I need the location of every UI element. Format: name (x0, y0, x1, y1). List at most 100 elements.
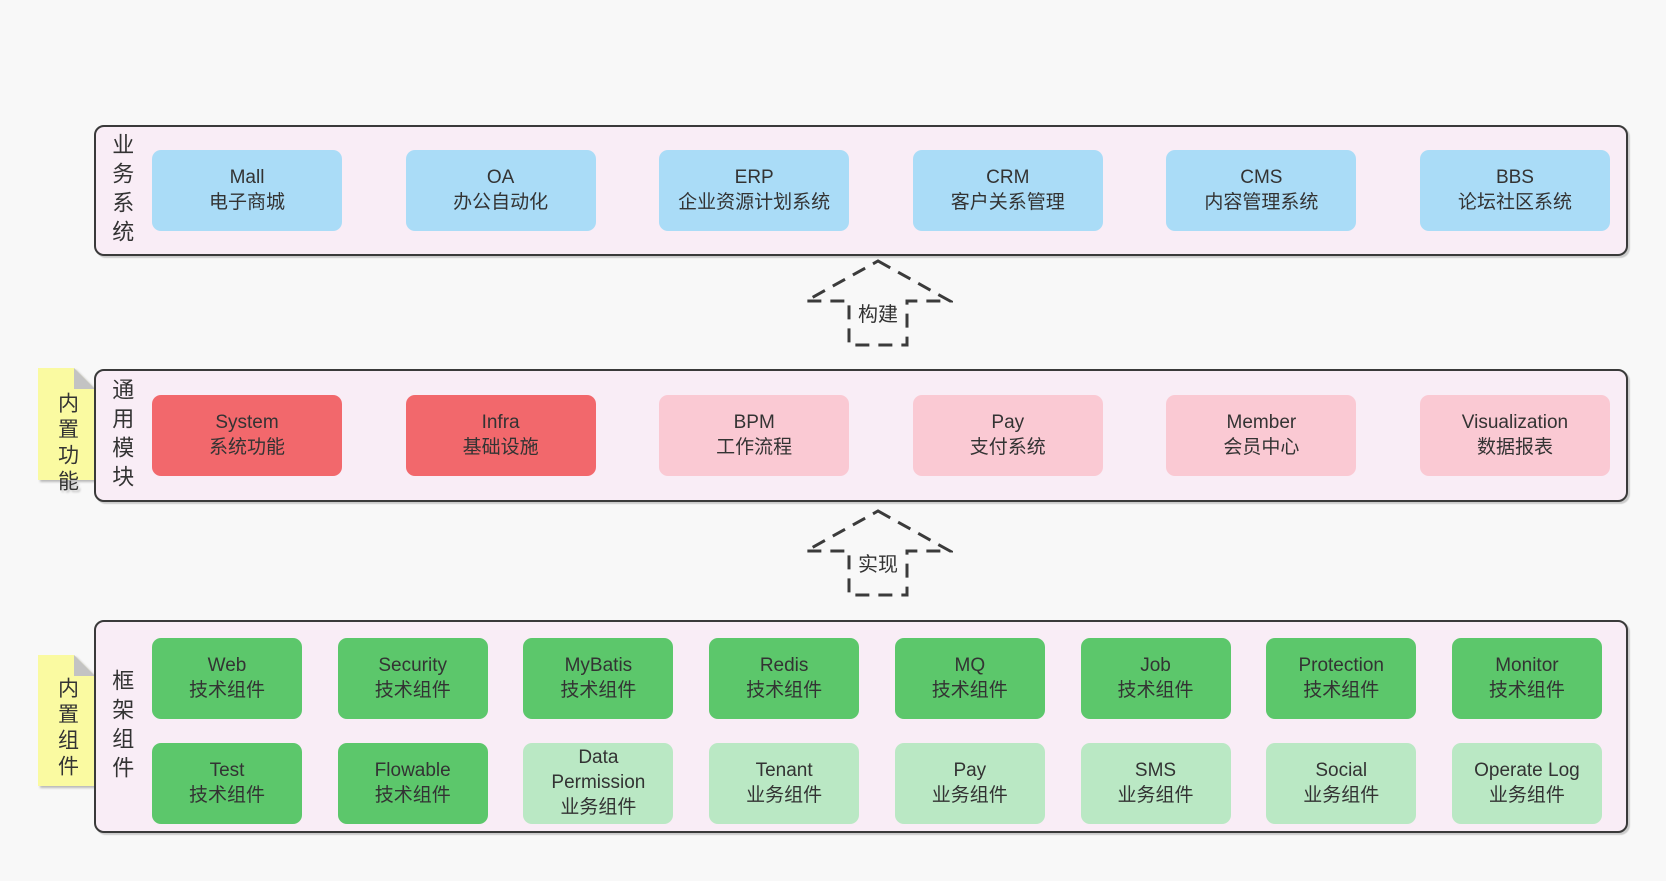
box-title-en: ERP (734, 166, 774, 188)
box-title-en: SMS (1134, 759, 1177, 781)
box-visualization: Visualization 数据报表 (1419, 395, 1610, 476)
box-title-en: CMS (1240, 166, 1283, 188)
box-flowable: Flowable 技术组件 (337, 743, 488, 824)
band-business-systems: 业务系统 Mall 电子商城 OA 办公自动化 ERP 企业资源计划系统 CRM… (94, 125, 1628, 256)
box-title-zh: 技术组件 (188, 784, 265, 806)
box-title-en: BBS (1495, 166, 1534, 188)
box-redis: Redis 技术组件 (709, 638, 860, 719)
box-title-zh: 电子商城 (208, 191, 285, 213)
box-member: Member 会员中心 (1166, 395, 1357, 476)
arrow-label: 构建 (855, 298, 901, 327)
box-crm: CRM 客户关系管理 (912, 150, 1103, 231)
band-label: 业务系统 (109, 132, 135, 249)
box-title-zh: 业务组件 (1117, 784, 1194, 806)
box-title-zh: 支付系统 (969, 436, 1046, 458)
box-test: Test 技术组件 (152, 743, 302, 824)
band-label: 通用模块 (109, 377, 135, 494)
box-title-zh: 技术组件 (560, 679, 637, 701)
box-title-zh: 业务组件 (1488, 784, 1565, 806)
box-title-en: MyBatis (564, 654, 633, 676)
box-title-zh: 技术组件 (1303, 679, 1380, 701)
box-title-en: Monitor (1495, 654, 1559, 676)
box-operate-log: Operate Log 业务组件 (1451, 743, 1602, 824)
box-title-en: Protection (1298, 654, 1384, 676)
box-title-en: Operate Log (1474, 759, 1580, 781)
band-label: 框架组件 (109, 668, 135, 785)
box-title-en: MQ (954, 654, 986, 676)
box-sms: SMS 业务组件 (1080, 743, 1231, 824)
box-title-zh: 数据报表 (1476, 436, 1553, 458)
box-title-zh: 办公自动化 (453, 191, 549, 213)
box-cms: CMS 内容管理系统 (1166, 150, 1357, 231)
box-title-zh: 技术组件 (374, 679, 451, 701)
box-title-zh: 企业资源计划系统 (678, 191, 831, 213)
box-title-en: Social (1315, 759, 1368, 781)
box-title-en: BPM (733, 411, 775, 433)
dashed-up-arrow-icon (800, 509, 956, 597)
arrow-implement: 实现 (800, 508, 956, 598)
sticky-note-label: 内置组件 (55, 677, 79, 781)
box-social: Social 业务组件 (1266, 743, 1417, 824)
box-protection: Protection 技术组件 (1266, 638, 1417, 719)
box-title-en: OA (486, 166, 515, 188)
box-data-permission: Data Permission 业务组件 (523, 743, 674, 824)
box-title-zh: 技术组件 (746, 679, 823, 701)
box-bbs: BBS 论坛社区系统 (1419, 150, 1610, 231)
box-title-zh: 系统功能 (208, 436, 285, 458)
box-title-zh: 客户关系管理 (950, 191, 1065, 213)
box-web: Web 技术组件 (152, 638, 302, 719)
box-title-en: Infra (481, 411, 520, 433)
box-system: System 系统功能 (152, 395, 342, 476)
box-title-zh: 论坛社区系统 (1457, 191, 1572, 213)
box-title-en: CRM (986, 166, 1030, 188)
sticky-note-label: 内置功能 (55, 392, 79, 496)
sticky-note-built-in-features: 内置功能 (38, 368, 95, 496)
box-title-zh: 业务组件 (931, 784, 1008, 806)
box-title-en: Mall (229, 166, 265, 188)
box-bpm: BPM 工作流程 (659, 395, 850, 476)
box-title-en: Web (207, 654, 247, 676)
box-mybatis: MyBatis 技术组件 (523, 638, 674, 719)
box-title-en: Visualization (1461, 411, 1569, 433)
box-title-zh: 业务组件 (1303, 784, 1380, 806)
box-oa: OA 办公自动化 (405, 150, 596, 231)
box-pay-module: Pay 支付系统 (912, 395, 1103, 476)
box-title-zh: 会员中心 (1223, 436, 1300, 458)
box-job: Job 技术组件 (1080, 638, 1231, 719)
box-title-en: Pay (991, 411, 1025, 433)
box-title-zh: 业务组件 (746, 784, 823, 806)
box-title-en: System (215, 411, 279, 433)
band-common-modules: 通用模块 System 系统功能 Infra 基础设施 BPM 工作流程 Pay… (94, 369, 1628, 502)
box-title-zh: 技术组件 (188, 679, 265, 701)
arrow-build: 构建 (800, 258, 956, 348)
box-tenant: Tenant 业务组件 (709, 743, 860, 824)
box-security: Security 技术组件 (337, 638, 488, 719)
box-title-en: Data Permission (551, 747, 646, 794)
box-title-zh: 业务组件 (560, 796, 637, 818)
box-mq: MQ 技术组件 (894, 638, 1045, 719)
box-monitor: Monitor 技术组件 (1451, 638, 1602, 719)
arrow-label: 实现 (855, 548, 901, 577)
box-title-zh: 技术组件 (1488, 679, 1565, 701)
box-title-zh: 基础设施 (462, 436, 539, 458)
box-title-en: Member (1226, 411, 1297, 433)
box-erp: ERP 企业资源计划系统 (659, 150, 850, 231)
box-title-en: Job (1140, 654, 1171, 676)
box-mall: Mall 电子商城 (152, 150, 342, 231)
box-title-en: Pay (953, 759, 987, 781)
box-title-zh: 技术组件 (1117, 679, 1194, 701)
box-title-en: Flowable (374, 759, 451, 781)
dashed-up-arrow-icon (800, 259, 956, 347)
sticky-note-icon (38, 655, 95, 786)
box-title-en: Test (209, 759, 245, 781)
box-title-en: Security (378, 654, 448, 676)
box-title-zh: 技术组件 (374, 784, 451, 806)
box-pay-component: Pay 业务组件 (894, 743, 1045, 824)
box-title-zh: 内容管理系统 (1204, 191, 1319, 213)
box-title-zh: 技术组件 (931, 679, 1008, 701)
box-title-en: Tenant (755, 759, 813, 781)
box-title-en: Redis (759, 654, 809, 676)
band-framework-components: 框架组件 Web 技术组件 Security 技术组件 MyBatis 技术组件… (94, 620, 1628, 833)
sticky-note-icon (38, 368, 95, 480)
